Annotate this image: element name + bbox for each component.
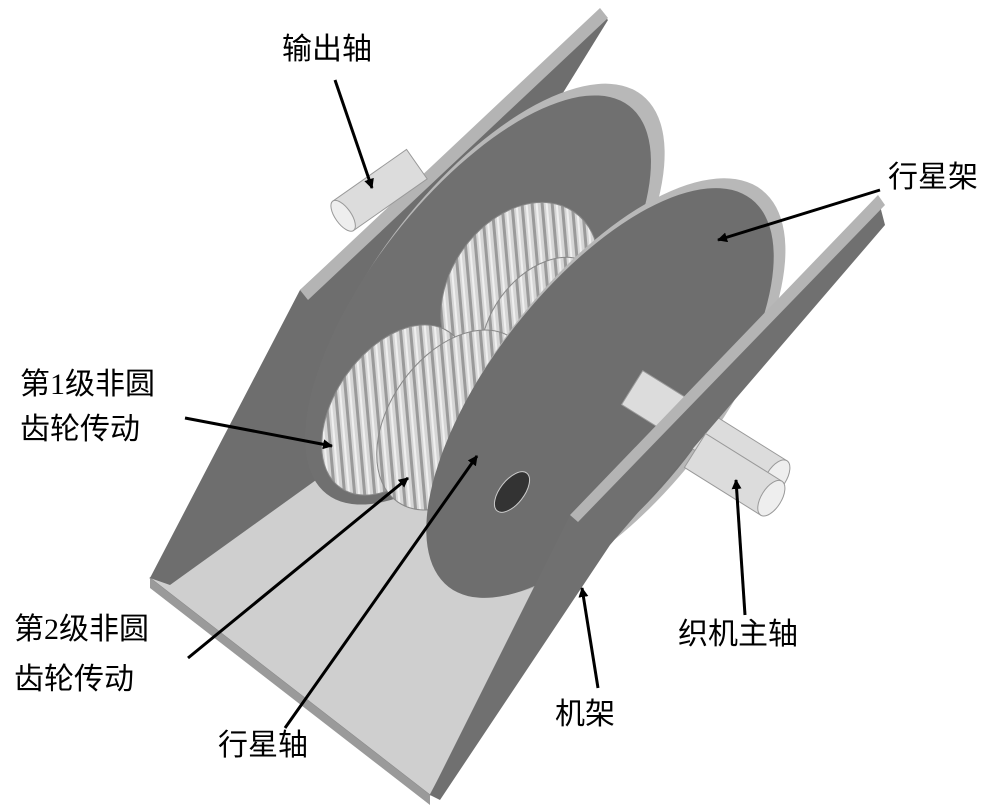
arrow-frame [578,587,600,689]
frame-left-plate-edge [300,8,608,300]
frame-right-plate-edge [570,195,885,522]
label-planet-shaft: 行星轴 [218,729,308,762]
label-stage2-line1: 第2级非圆 [14,613,149,646]
output-shaft [330,148,428,232]
arrow-loom-main-shaft [731,479,747,616]
arrow-planet-shaft [283,455,479,729]
label-frame: 机架 [555,698,615,731]
arrow-planet-carrier [717,188,881,243]
planet-carrier-disk [426,178,786,598]
label-stage1-line1: 第1级非圆 [20,368,155,401]
arrow-output-shaft [333,79,374,189]
arrow-stage2 [187,476,409,660]
label-stage2-line2: 齿轮传动 [14,663,134,696]
frame-floor-edge [150,578,430,805]
label-planet-carrier: 行星架 [888,161,978,194]
frame-right-plate [430,198,885,800]
label-loom-main-shaft: 织机主轴 [678,618,798,651]
label-stage1-line2: 齿轮传动 [20,413,140,446]
arrow-stage1 [184,416,333,450]
loom-main-shaft-front [683,432,786,517]
label-output-shaft: 输出轴 [282,33,372,66]
leader-arrows [184,79,881,729]
